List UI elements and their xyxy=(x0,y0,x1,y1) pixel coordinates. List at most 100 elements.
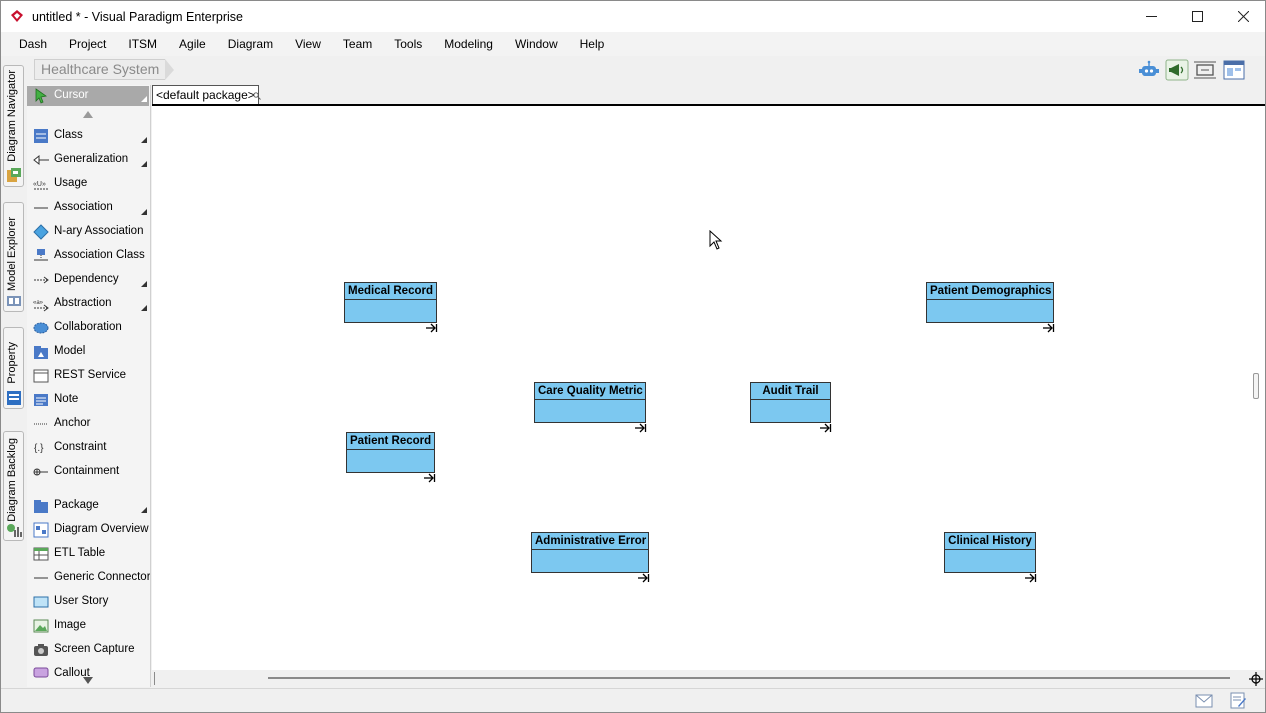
palette-item-usage[interactable]: «U» Usage xyxy=(27,173,149,195)
palette-item-label: Generic Connector xyxy=(54,571,151,583)
palette-item-label: Collaboration xyxy=(54,321,122,333)
menu-agile[interactable]: Agile xyxy=(179,37,206,51)
class-administrative-error[interactable]: Administrative Error xyxy=(531,532,650,583)
minimize-button[interactable] xyxy=(1128,1,1174,32)
menu-modeling[interactable]: Modeling xyxy=(444,37,493,51)
tab-diagram-navigator[interactable]: Diagram Navigator xyxy=(3,65,24,187)
palette-item-screen-capture[interactable]: Screen Capture xyxy=(27,639,149,661)
fit-diagram-icon[interactable] xyxy=(1193,59,1217,81)
more-options-icon[interactable] xyxy=(141,161,147,167)
breadcrumb[interactable]: Healthcare System xyxy=(34,59,175,80)
menu-help[interactable]: Help xyxy=(579,37,605,51)
diagram-backlog-icon xyxy=(7,524,22,537)
palette-item-user-story[interactable]: User Story xyxy=(27,591,149,613)
palette-item-etl-table[interactable]: ETL Table xyxy=(27,543,149,565)
association-class-icon xyxy=(34,249,48,261)
resource-catalog-icon[interactable] xyxy=(1025,573,1037,583)
horizontal-scroll-thumb[interactable] xyxy=(268,677,1230,679)
palette-item-containment[interactable]: Containment xyxy=(27,461,149,483)
breadcrumb-diagram-name[interactable]: Healthcare System xyxy=(34,59,166,80)
more-options-icon[interactable] xyxy=(141,137,147,143)
edit-note-icon[interactable] xyxy=(1230,692,1246,709)
vertical-scroll-thumb[interactable] xyxy=(1253,373,1259,399)
package-tab[interactable]: <default package> xyxy=(152,85,259,104)
horizontal-scrollbar[interactable] xyxy=(152,670,1265,687)
resource-catalog-icon[interactable] xyxy=(635,423,647,433)
collaboration-icon xyxy=(33,322,49,334)
palette-item-constraint[interactable]: {.} Constraint xyxy=(27,437,149,459)
palette-item-image[interactable]: Image xyxy=(27,615,149,637)
palette-item-anchor[interactable]: Anchor xyxy=(27,413,149,435)
class-patient-demographics[interactable]: Patient Demographics xyxy=(926,282,1055,333)
menu-diagram[interactable]: Diagram xyxy=(227,37,274,51)
resource-catalog-icon[interactable] xyxy=(424,473,436,483)
palette-item-cursor[interactable]: Cursor xyxy=(27,86,149,106)
containment-icon xyxy=(33,468,48,476)
palette-item-collaboration[interactable]: Collaboration xyxy=(27,317,149,339)
more-options-icon[interactable] xyxy=(141,281,147,287)
palette-item-package[interactable]: Package xyxy=(27,495,149,517)
diagram-palette: Cursor Class Generalization «U» Usage As… xyxy=(27,85,151,687)
tab-property[interactable]: Property xyxy=(3,327,24,409)
status-bar xyxy=(1,688,1265,712)
diagram-canvas[interactable]: Medical Record Patient Demographics Care… xyxy=(152,104,1265,670)
pan-navigator-icon[interactable] xyxy=(1248,671,1264,687)
class-clinical-history[interactable]: Clinical History xyxy=(944,532,1037,583)
class-care-quality-metric[interactable]: Care Quality Metric xyxy=(534,382,647,433)
breadcrumb-arrow-icon xyxy=(165,59,175,80)
layout-icon[interactable] xyxy=(1222,59,1246,81)
close-button[interactable] xyxy=(1220,1,1266,32)
palette-item-class[interactable]: Class xyxy=(27,125,149,147)
class-medical-record[interactable]: Medical Record xyxy=(344,282,438,333)
palette-item-label: Dependency xyxy=(54,273,119,285)
palette-item-rest-service[interactable]: REST Service xyxy=(27,365,149,387)
palette-item-dependency[interactable]: Dependency xyxy=(27,269,149,291)
more-options-icon[interactable] xyxy=(141,305,147,311)
search-icon[interactable] xyxy=(253,92,261,100)
palette-item-association[interactable]: Association xyxy=(27,197,149,219)
class-audit-trail[interactable]: Audit Trail xyxy=(750,382,832,433)
close-icon xyxy=(1237,11,1249,22)
model-icon xyxy=(34,346,48,359)
tab-model-explorer[interactable]: Model Explorer xyxy=(3,202,24,312)
resource-catalog-icon[interactable] xyxy=(426,323,438,333)
resource-catalog-icon[interactable] xyxy=(1043,323,1055,333)
megaphone-icon[interactable] xyxy=(1165,59,1189,81)
palette-scroll-up-icon[interactable] xyxy=(83,111,93,118)
visual-paradigm-logo-icon xyxy=(11,10,23,22)
class-patient-record[interactable]: Patient Record xyxy=(346,432,436,483)
menu-tools[interactable]: Tools xyxy=(394,37,423,51)
palette-item-model[interactable]: Model xyxy=(27,341,149,363)
palette-scroll-down-icon[interactable] xyxy=(83,677,93,684)
menu-team[interactable]: Team xyxy=(342,37,373,51)
more-options-icon[interactable] xyxy=(141,209,147,215)
tab-diagram-backlog[interactable]: Diagram Backlog xyxy=(3,431,24,541)
package-icon xyxy=(34,500,48,513)
palette-item-association-class[interactable]: Association Class xyxy=(27,245,149,267)
nary-association-icon xyxy=(33,224,49,240)
mail-icon[interactable] xyxy=(1195,694,1213,708)
palette-item-abstraction[interactable]: «a» Abstraction xyxy=(27,293,149,315)
resource-catalog-icon[interactable] xyxy=(820,423,832,433)
palette-item-nary-association[interactable]: N-ary Association xyxy=(27,221,149,243)
image-icon xyxy=(33,619,49,633)
class-name: Care Quality Metric xyxy=(535,383,645,400)
more-options-icon[interactable] xyxy=(141,507,147,513)
robot-icon[interactable] xyxy=(1137,59,1161,81)
menu-window[interactable]: Window xyxy=(514,37,558,51)
maximize-button[interactable] xyxy=(1174,1,1220,32)
resource-catalog-icon[interactable] xyxy=(638,573,650,583)
palette-item-callout[interactable]: Callout xyxy=(27,663,149,685)
menu-dash[interactable]: Dash xyxy=(19,37,48,51)
menu-view[interactable]: View xyxy=(295,37,321,51)
palette-item-diagram-overview[interactable]: Diagram Overview xyxy=(27,519,149,541)
palette-item-generic-connector[interactable]: Generic Connector xyxy=(27,567,151,589)
more-options-icon[interactable] xyxy=(141,96,147,102)
menu-itsm[interactable]: ITSM xyxy=(128,37,158,51)
class-body xyxy=(345,300,436,322)
palette-item-label: Note xyxy=(54,393,79,405)
palette-item-generalization[interactable]: Generalization xyxy=(27,149,149,171)
palette-item-note[interactable]: Note xyxy=(27,389,149,411)
class-name: Administrative Error xyxy=(532,533,648,550)
menu-project[interactable]: Project xyxy=(69,37,107,51)
